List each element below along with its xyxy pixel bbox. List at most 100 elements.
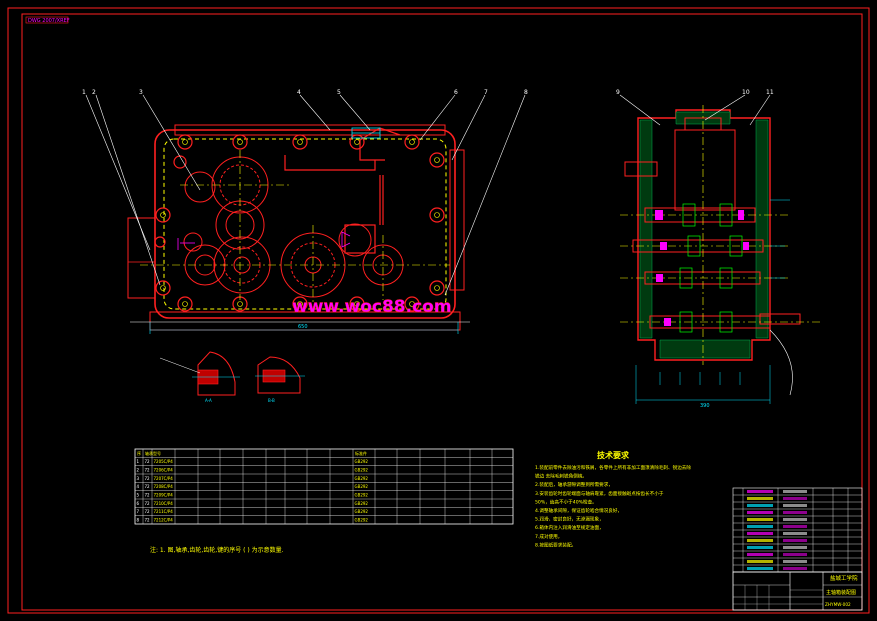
- parts-name-mark: [747, 511, 773, 514]
- watermark: www.woc88.com: [292, 297, 452, 317]
- title-block: 盐城工学院 主轴箱装配图 ZHYMW-002: [732, 571, 863, 611]
- fork-magenta: [177, 231, 351, 250]
- parts-material-mark: [783, 560, 807, 563]
- outer-frame: [7, 7, 870, 614]
- side-centerlines: [620, 105, 820, 365]
- bom-cell: GB292: [355, 518, 369, 523]
- bom-cell: 7206C/P4: [154, 468, 174, 473]
- parts-name-mark: [747, 546, 773, 549]
- bom-cell: 72: [145, 476, 151, 481]
- right-bracket: [449, 149, 465, 291]
- bom-cell: GB292: [355, 468, 369, 473]
- parts-name-mark: [747, 539, 773, 542]
- bom-cell: 7211C/P4: [154, 509, 174, 514]
- bom-cell: GB292: [355, 476, 369, 481]
- parts-material-mark: [783, 490, 807, 493]
- bom-cell: 7212C/P4: [154, 518, 174, 523]
- svg-text:B-B: B-B: [268, 398, 275, 403]
- parts-name-mark: [747, 532, 773, 535]
- bom-cell: GB292: [355, 459, 369, 464]
- bom-cell: GB292: [355, 484, 369, 489]
- tech-requirement-line: 6.箱体内注入润滑油至规定油面，: [535, 524, 604, 531]
- parts-material-mark: [783, 497, 807, 500]
- svg-text:A-A: A-A: [205, 398, 212, 403]
- bom-cell: 72: [145, 509, 151, 514]
- tech-requirement-line: 7.成对使用，: [535, 533, 562, 540]
- bolt-centers: [160, 139, 440, 307]
- detail-a: A-A: [159, 351, 240, 403]
- side-view: 390 9 10 11: [616, 89, 820, 409]
- tech-requirement-line: 50%，齿高不小于40%检查。: [535, 498, 597, 505]
- drawing-stamp: DWG 2007/XREF: [28, 18, 70, 24]
- inner-frame: [21, 13, 863, 611]
- bom-cell: 72: [145, 459, 151, 464]
- bom-cell: 7205C/P4: [154, 459, 174, 464]
- bom-note: 注: 1. 图,轴承,齿轮,齿轮,键的序号 ( ) 为示意数量.: [150, 546, 284, 554]
- stamp-box: [25, 16, 69, 24]
- bom-cell: 7209C/P4: [154, 493, 174, 498]
- callout-11: 11: [766, 89, 774, 96]
- bom-cell: 7207C/P4: [154, 476, 174, 481]
- bom-cell: 4: [137, 484, 140, 489]
- side-magenta: [655, 210, 749, 326]
- side-leaders: [619, 94, 793, 396]
- bom-cell: 7: [137, 509, 140, 514]
- bom-cell: 6: [137, 501, 140, 506]
- callout-10: 10: [742, 89, 750, 96]
- bom-cell: 7210C/P4: [154, 501, 174, 506]
- tech-requirement-line: 锐边 去除毛刺锐角倒钝。: [535, 473, 587, 480]
- bom-cell: 72: [145, 484, 151, 489]
- parts-material-mark: [783, 518, 807, 521]
- parts-list: [732, 487, 863, 573]
- bom-cell: 7208C/P4: [154, 484, 174, 489]
- tech-requirement-line: 2.装配后，轴承游隙调整到所需要求，: [535, 481, 613, 488]
- centerlines: [140, 150, 450, 305]
- housing-inner: [163, 138, 447, 310]
- side-bearings: [679, 203, 743, 333]
- callout-7: 7: [484, 89, 488, 96]
- callout-5: 5: [337, 89, 341, 96]
- bom-cell: 5: [137, 493, 140, 498]
- parts-name-mark: [747, 560, 773, 563]
- parts-material-mark: [783, 504, 807, 507]
- parts-material-mark: [783, 546, 807, 549]
- parts-material-mark: [783, 511, 807, 514]
- front-leaders: [85, 94, 526, 296]
- callout-6: 6: [454, 89, 458, 96]
- bom-cell: 1: [137, 459, 140, 464]
- bom-cell: 72: [145, 518, 151, 523]
- bom-cell: 72: [145, 493, 151, 498]
- side-width-dim: 390: [700, 403, 710, 409]
- detail-b: B-B: [255, 356, 305, 403]
- parts-name-mark: [747, 518, 773, 521]
- bom-cell: 72: [145, 501, 151, 506]
- title-drawing-no: ZHYMW-002: [825, 602, 851, 607]
- housing-cover: [174, 124, 446, 136]
- tech-requirement-line: 5.润滑、密封良好，无渗漏现象，: [535, 516, 604, 523]
- bom-header-cell: 标准件: [355, 450, 367, 456]
- tech-title: 技术要求: [597, 450, 630, 460]
- bom-cell: 2: [137, 468, 140, 473]
- tech-requirement-line: 4.调整轴承间隙，保证齿轮啮合情况良好，: [535, 507, 622, 514]
- bom-cell: GB292: [355, 493, 369, 498]
- front-width-dim: 650: [298, 324, 308, 330]
- parts-material-mark: [783, 539, 807, 542]
- left-bracket: [127, 217, 156, 299]
- tech-requirement-line: 8.按图纸要求装配。: [535, 541, 576, 548]
- parts-name-mark: [747, 504, 773, 507]
- bom-cell: 72: [145, 468, 151, 473]
- bolt-circles: [154, 134, 445, 312]
- parts-name-mark: [747, 497, 773, 500]
- front-view: 650 1 2 3 4 5 6 7 8: [82, 89, 528, 334]
- bom-header-cell: 轴承型号: [145, 450, 161, 456]
- tech-requirement-line: 3.安装齿轮时齿轮端面与轴肩靠紧，齿面接触斑点按齿长不小于: [535, 490, 664, 497]
- parts-name-mark: [747, 553, 773, 556]
- bom-cell: 3: [137, 476, 140, 481]
- side-hatch: [639, 111, 769, 359]
- bom-cell: 8: [137, 518, 140, 523]
- parts-material-mark: [783, 567, 807, 570]
- parts-material-mark: [783, 525, 807, 528]
- bom-cell: GB292: [355, 509, 369, 514]
